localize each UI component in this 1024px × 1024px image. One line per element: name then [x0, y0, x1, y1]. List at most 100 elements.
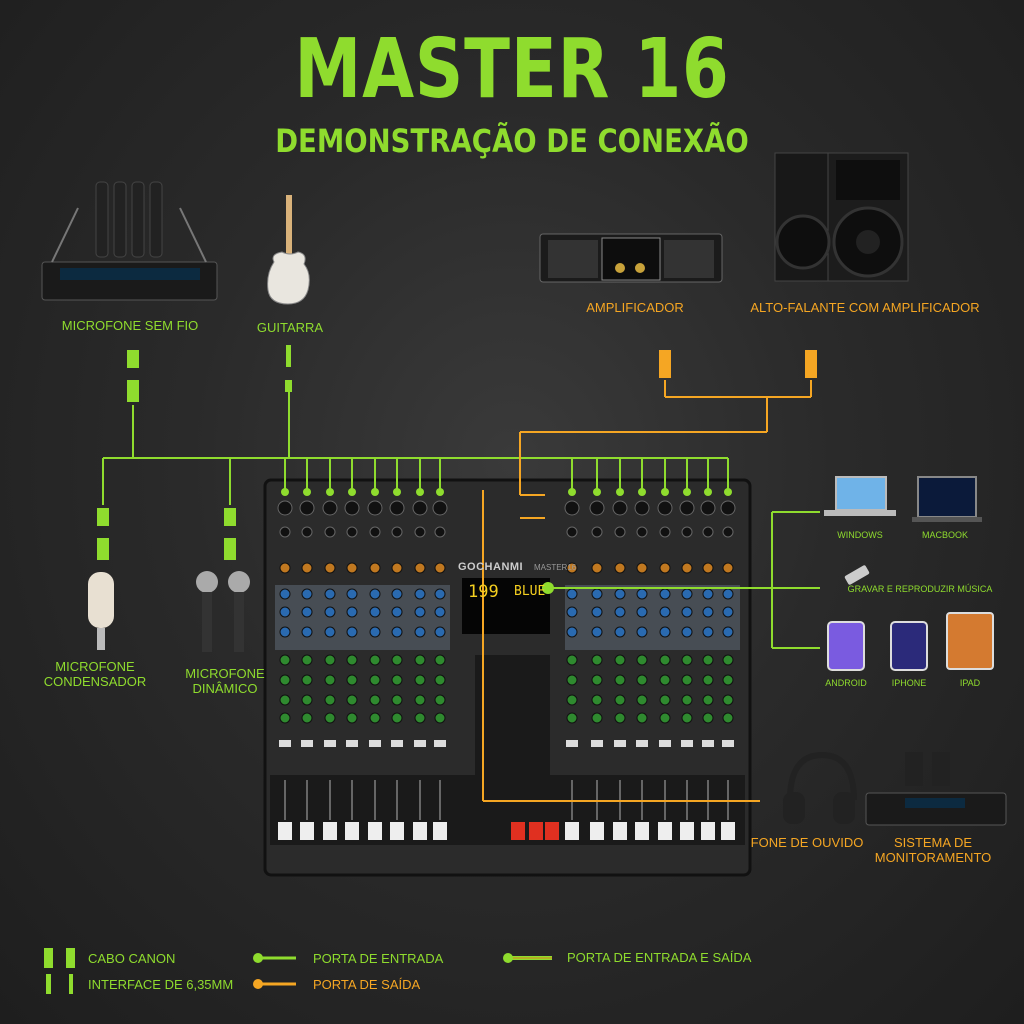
channel-knob-icon	[301, 712, 313, 724]
xlr-jack-icon	[679, 500, 695, 516]
channel-knob-icon	[702, 674, 714, 686]
channel-input-dot	[436, 488, 444, 496]
channel-knob-icon	[414, 712, 426, 724]
output-lines	[482, 380, 812, 802]
channel-knob-icon	[434, 562, 446, 574]
xlr-jack-icon	[612, 500, 628, 516]
channel-knob-icon	[659, 654, 671, 666]
channel-button	[636, 740, 648, 747]
channel-knob-icon	[636, 626, 648, 638]
condenser-mic-image	[88, 572, 114, 650]
channel-knob-icon	[722, 674, 734, 686]
channel-knob-icon	[659, 694, 671, 706]
phone-tablet-images	[827, 612, 994, 671]
dynamic-mic-image	[196, 571, 250, 652]
channel-knob-icon	[659, 674, 671, 686]
channel-knob-icon	[301, 674, 313, 686]
xlr-jack-icon	[634, 500, 650, 516]
channel-knob-icon	[346, 694, 358, 706]
master-fader-cap	[529, 822, 543, 840]
jack-connector-icon	[285, 345, 292, 392]
channel-button	[614, 740, 626, 747]
usb-drive-image	[844, 565, 870, 585]
channel-knob-icon	[369, 588, 381, 600]
channel-input-dot	[638, 488, 646, 496]
channel-input-dot	[303, 488, 311, 496]
channel-knob-icon	[301, 694, 313, 706]
channel-button	[414, 740, 426, 747]
channel-knob-icon	[636, 674, 648, 686]
channel-knob-icon	[591, 626, 603, 638]
channel-knob-icon	[391, 712, 403, 724]
channel-knob-icon	[722, 626, 734, 638]
channel-knob-icon	[681, 606, 693, 618]
channel-knob-icon	[414, 674, 426, 686]
channel-knob-icon	[681, 654, 693, 666]
label-usb: GRAVAR E REPRODUZIR MÚSICA	[847, 584, 993, 594]
channel-knob-icon	[279, 606, 291, 618]
channel-knob-icon	[591, 712, 603, 724]
channel-knob-icon	[369, 654, 381, 666]
fader-cap	[658, 822, 672, 840]
xlr-jack-icon	[432, 500, 448, 516]
io-lines	[548, 511, 820, 649]
line-jack-icon	[324, 526, 336, 538]
channel-knob-icon	[681, 674, 693, 686]
line-jack-icon	[659, 526, 671, 538]
legend-output-icon	[253, 979, 296, 989]
channel-button	[434, 740, 446, 747]
input-lines	[102, 392, 732, 505]
line-jack-icon	[434, 526, 446, 538]
line-jack-icon	[636, 526, 648, 538]
channel-input-dot	[704, 488, 712, 496]
channel-knob-icon	[324, 654, 336, 666]
label-windows: WINDOWS	[837, 530, 883, 540]
legend-input-label: PORTA DE ENTRADA	[313, 951, 444, 966]
channel-knob-icon	[566, 562, 578, 574]
channel-input-dot	[683, 488, 691, 496]
line-jack-icon	[591, 526, 603, 538]
fader-cap	[613, 822, 627, 840]
page-subtitle: DEMONSTRAÇÃO DE CONEXÃO	[275, 122, 749, 160]
channel-knob-icon	[279, 712, 291, 724]
label-powered-speaker: ALTO-FALANTE COM AMPLIFICADOR	[750, 300, 980, 315]
channel-input-dot	[371, 488, 379, 496]
channel-knob-icon	[391, 562, 403, 574]
channel-knob-icon	[279, 626, 291, 638]
channel-button	[391, 740, 403, 747]
xlr-jack-icon	[564, 500, 580, 516]
channel-knob-icon	[702, 626, 714, 638]
channel-knob-icon	[391, 606, 403, 618]
fader-track	[374, 780, 376, 820]
xlr-jack-icon	[657, 500, 673, 516]
line-jack-icon	[301, 526, 313, 538]
channel-knob-icon	[614, 606, 626, 618]
channel-knob-icon	[681, 562, 693, 574]
channel-input-dot	[393, 488, 401, 496]
channel-knob-icon	[434, 626, 446, 638]
channel-knob-icon	[414, 588, 426, 600]
channel-input-dot	[593, 488, 601, 496]
channel-knob-icon	[324, 606, 336, 618]
line-jack-icon	[681, 526, 693, 538]
channel-knob-icon	[702, 562, 714, 574]
xlr-jack-icon	[589, 500, 605, 516]
channel-knob-icon	[391, 588, 403, 600]
channel-knob-icon	[346, 606, 358, 618]
legend-jack-icon	[46, 974, 73, 994]
channel-knob-icon	[301, 626, 313, 638]
channel-knob-icon	[566, 588, 578, 600]
channel-knob-icon	[414, 562, 426, 574]
xlr-jack-icon	[412, 500, 428, 516]
channel-input-dot	[661, 488, 669, 496]
channel-button	[346, 740, 358, 747]
xlr-jack-icon	[367, 500, 383, 516]
channel-knob-icon	[681, 694, 693, 706]
fader-cap	[278, 822, 292, 840]
fader-cap	[590, 822, 604, 840]
io-port-dot	[542, 582, 554, 594]
master-fader-cap	[511, 822, 525, 840]
line-jack-icon	[279, 526, 291, 538]
channel-knob-icon	[636, 712, 648, 724]
channel-knob-icon	[301, 606, 313, 618]
